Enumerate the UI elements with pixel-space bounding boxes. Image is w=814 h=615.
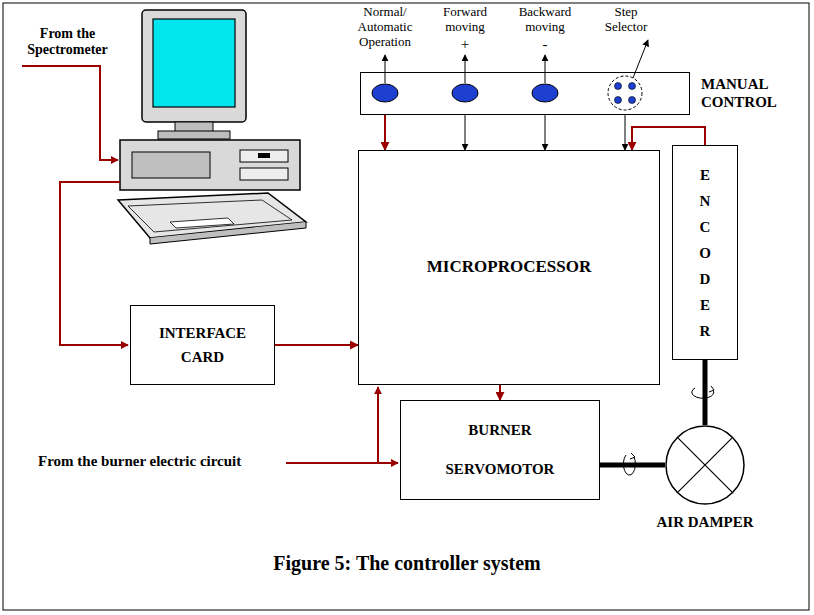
- box-label: MICROPROCESSOR: [427, 257, 591, 277]
- drive-shaft: [600, 463, 665, 468]
- burner-circuit-wire: [286, 462, 398, 464]
- figure-caption: Figure 5: The controller system: [0, 552, 814, 575]
- signal-arrow: [465, 115, 466, 150]
- computer-illustration: [118, 10, 306, 244]
- button-label: Forward moving: [431, 4, 499, 34]
- button-label: Step Selector: [595, 4, 657, 34]
- rotation-symbols: [623, 386, 714, 475]
- input-label: From the burner electric circuit: [38, 453, 241, 469]
- air-damper-symbol: AIR DAMPER: [665, 425, 745, 505]
- box-label: MANUAL CONTROL: [701, 75, 796, 111]
- interface-card-box: INTERFACE CARD: [130, 305, 275, 385]
- signal-arrow: [545, 115, 546, 150]
- box-label: AIR DAMPER: [656, 513, 753, 531]
- signal-arrow: [384, 115, 386, 150]
- signal-arrow: [499, 385, 501, 400]
- box-label: BURNER SERVOMOTOR: [440, 411, 560, 489]
- manual-control-panel: MANUAL CONTROL: [360, 72, 690, 115]
- figure-frame: [3, 3, 809, 610]
- burner-circuit-branch: [377, 387, 379, 463]
- encoder-box: ENCODER: [672, 145, 738, 360]
- signal-arrow: [632, 127, 705, 150]
- control-buttons: [372, 76, 642, 110]
- box-label: ENCODER: [698, 162, 713, 344]
- button-leader-arrows: [385, 40, 648, 83]
- spectrometer-wire: [22, 66, 118, 160]
- signal-arrow: [275, 344, 358, 346]
- signal-arrow: [625, 115, 626, 150]
- computer-interface-wire: [60, 182, 128, 345]
- sign-label: +: [431, 36, 499, 52]
- damper-outline: [665, 425, 745, 505]
- box-label: INTERFACE CARD: [153, 321, 253, 369]
- input-label: From the Spectrometer: [20, 26, 115, 58]
- button-label: Backward moving: [511, 4, 579, 34]
- sign-label: -: [511, 36, 579, 52]
- button-label: Normal/ Automatic Operation: [349, 4, 421, 49]
- microprocessor-box: MICROPROCESSOR: [358, 150, 660, 385]
- drive-shaft: [703, 360, 708, 425]
- servomotor-box: BURNER SERVOMOTOR: [400, 400, 600, 500]
